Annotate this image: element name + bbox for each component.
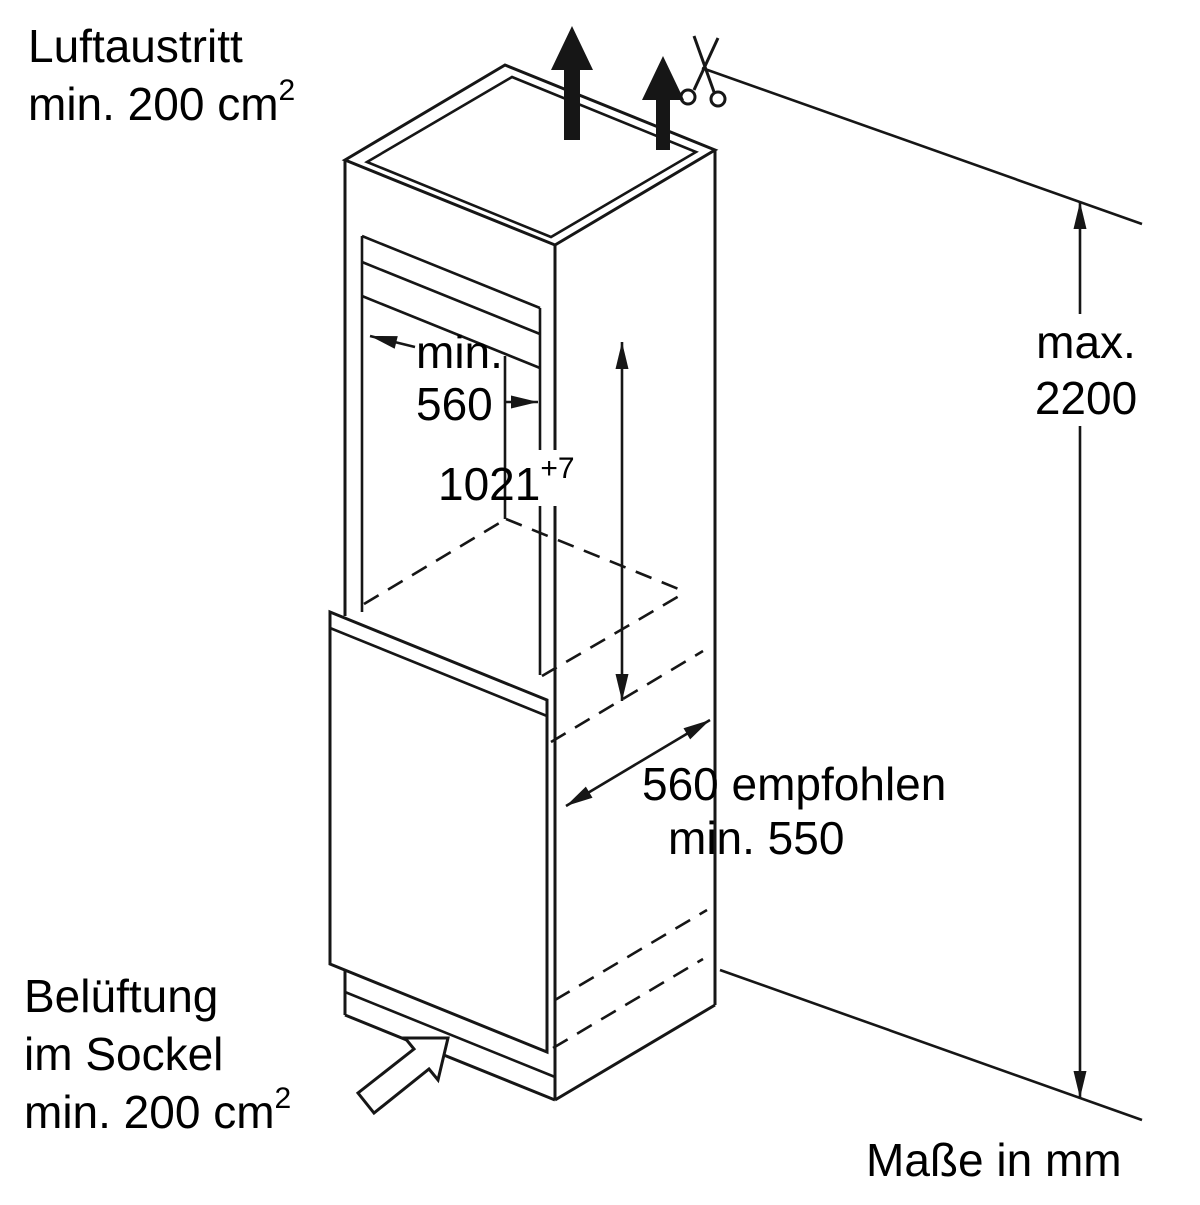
niche-height-number: 1021 [438, 458, 540, 510]
plinth-vent-arrow-icon [355, 1036, 450, 1116]
air-outlet-area: min. 200 cm [28, 78, 279, 130]
plinth-vent-label-line3: min. 200 cm2 [24, 1082, 291, 1138]
niche-width-value: 560 [416, 378, 493, 430]
niche-height-value: 1021+7 [438, 452, 575, 510]
air-exit-arrow-icon [551, 26, 684, 150]
depth-recommended-value: 560 empfohlen [642, 758, 946, 810]
overall-height-label: max. [1036, 316, 1136, 368]
depth-dimension [565, 718, 711, 808]
air-outlet-superscript: 2 [279, 74, 296, 107]
scissors-icon [679, 35, 727, 108]
niche-height-dimension [518, 342, 629, 701]
overall-height-dimension [701, 66, 1164, 1122]
niche-height-tolerance: +7 [540, 452, 574, 485]
plinth-vent-superscript: 2 [275, 1082, 292, 1115]
niche-width-label: min. [416, 326, 503, 378]
niche-width-dimension [369, 334, 538, 409]
plinth-vent-label-line1: Belüftung [24, 970, 218, 1022]
depth-minimum-value: min. 550 [668, 812, 844, 864]
plinth-vent-label-line2: im Sockel [24, 1028, 223, 1080]
cabinet-outline [341, 63, 719, 1102]
appliance-door [328, 609, 549, 1055]
air-outlet-label-line1: Luftaustritt [28, 20, 243, 72]
air-outlet-label-line2: min. 200 cm2 [28, 74, 295, 130]
overall-height-value: 2200 [1035, 372, 1137, 424]
units-note: Maße in mm [866, 1134, 1122, 1186]
plinth-vent-area: min. 200 cm [24, 1086, 275, 1138]
niche-opening [360, 234, 542, 675]
